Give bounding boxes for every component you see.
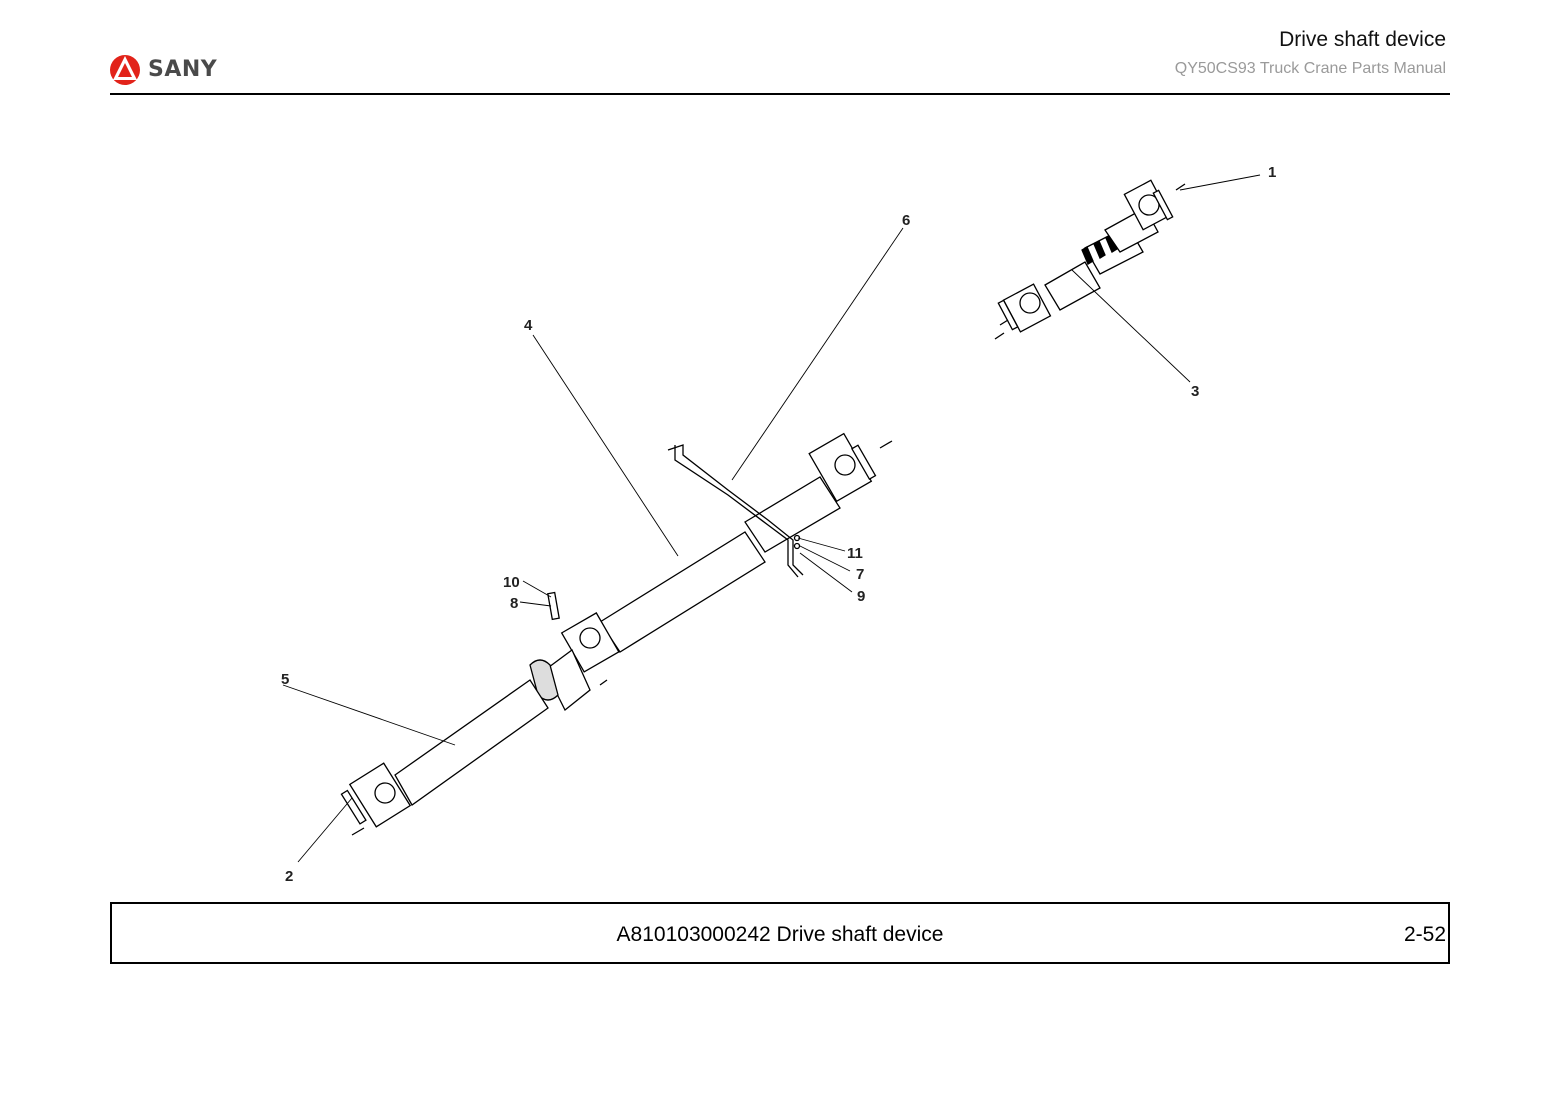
callout-4: 4 <box>524 317 533 334</box>
header-divider <box>110 93 1450 95</box>
callout-1: 1 <box>1268 164 1276 181</box>
leader-lines <box>282 174 1261 863</box>
page-title: Drive shaft device <box>1279 28 1446 51</box>
callout-10: 10 <box>503 574 520 591</box>
callout-11: 11 <box>847 545 863 562</box>
page-number: 2-52 <box>1403 923 1446 946</box>
callout-9: 9 <box>857 588 865 605</box>
sany-logo: SANY <box>108 50 217 88</box>
callout-8: 8 <box>510 595 518 612</box>
callout-labels: 1 2 3 4 5 6 7 8 9 10 11 <box>281 164 1276 885</box>
page-subtitle: QY50CS93 Truck Crane Parts Manual <box>1174 60 1446 77</box>
drive-shaft-short <box>994 179 1186 340</box>
callout-3: 3 <box>1191 383 1199 400</box>
figure-caption: A810103000242 Drive shaft device <box>616 923 944 946</box>
logo-text: SANY <box>148 56 218 82</box>
callout-7: 7 <box>856 566 864 583</box>
callout-6: 6 <box>902 212 910 229</box>
sany-logo-icon <box>110 55 140 85</box>
caption-box: A810103000242 Drive shaft device 2-52 <box>110 902 1450 964</box>
callout-2: 2 <box>285 868 293 885</box>
callout-5: 5 <box>281 671 289 688</box>
drive-shaft-main <box>340 432 893 836</box>
